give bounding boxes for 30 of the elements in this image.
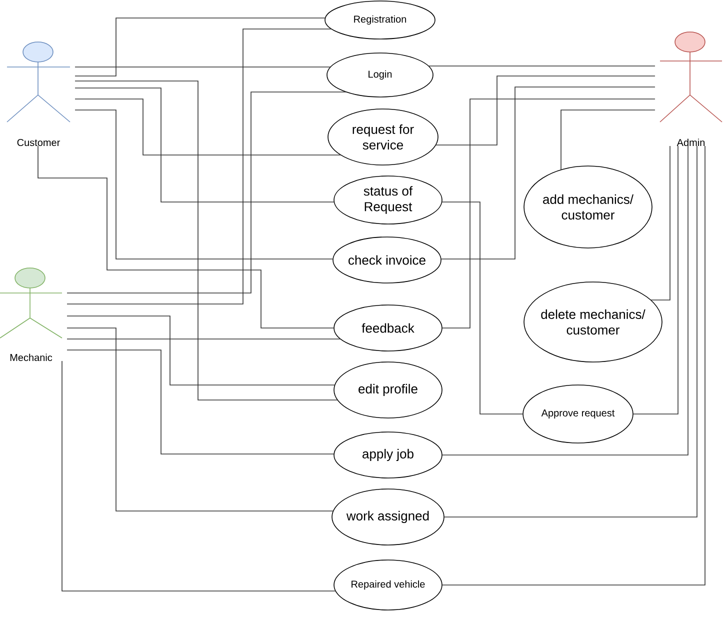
connector xyxy=(74,110,334,260)
connector xyxy=(442,98,656,328)
connector xyxy=(74,18,326,76)
actor-figure: Customer xyxy=(6,42,70,146)
connector xyxy=(444,146,698,518)
connector xyxy=(38,146,334,328)
connector xyxy=(66,316,336,386)
connector xyxy=(442,146,688,456)
connector xyxy=(66,328,334,512)
connector xyxy=(74,66,332,68)
connector xyxy=(632,146,678,414)
connector xyxy=(74,98,342,156)
node-label: Admin xyxy=(676,138,705,146)
connector xyxy=(650,146,670,300)
connector xyxy=(66,92,347,294)
connector xyxy=(66,28,332,304)
node-label: Mechanic xyxy=(10,354,52,362)
connector xyxy=(560,110,656,170)
actor-figure: Admin xyxy=(660,32,722,146)
connector xyxy=(442,146,706,586)
actor-figure: Mechanic xyxy=(0,268,62,362)
connector xyxy=(435,76,656,146)
connector xyxy=(440,86,656,260)
connector xyxy=(62,360,336,592)
connector xyxy=(66,338,341,340)
connector xyxy=(441,202,524,414)
node-label: Customer xyxy=(17,138,60,146)
connector xyxy=(74,80,338,400)
connector xyxy=(66,350,334,454)
connector xyxy=(74,88,335,202)
